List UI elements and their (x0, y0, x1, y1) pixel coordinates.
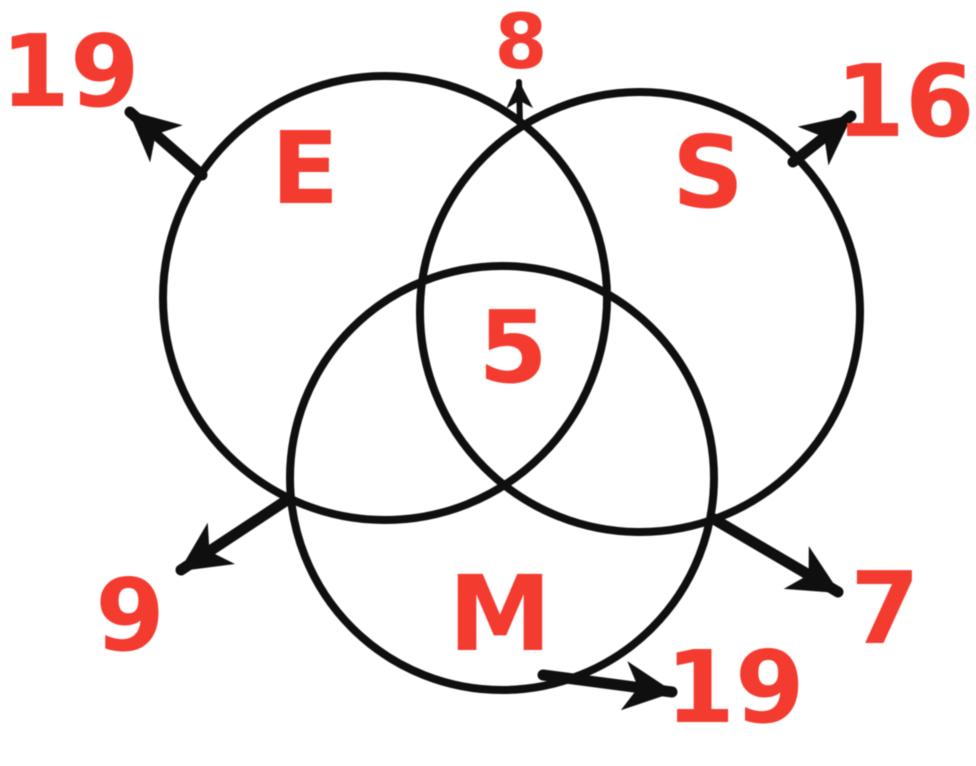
count-m-only: 19 (665, 629, 804, 746)
arrow-e-and-s-icon (506, 79, 534, 130)
count-center-all: 5 (478, 289, 548, 406)
set-label-E: E (271, 110, 339, 227)
set-labels: E S M (271, 110, 744, 675)
pointer-arrows (124, 79, 857, 711)
set-label-S: S (672, 114, 744, 231)
circle-set-M (286, 262, 718, 694)
count-e-and-s: 8 (495, 0, 548, 86)
count-s-and-m: 7 (850, 550, 920, 667)
arrow-e-only-icon (124, 106, 208, 181)
arrow-s-only-icon (787, 110, 857, 168)
set-circles (159, 72, 864, 694)
arrow-m-only-icon (537, 661, 678, 711)
count-e-and-m: 9 (95, 557, 165, 674)
region-count-labels: 19 8 16 5 9 7 19 (0, 0, 974, 746)
count-s-only: 16 (835, 43, 974, 160)
arrow-e-and-m-icon (175, 494, 293, 576)
arrow-s-and-m-icon (706, 512, 844, 598)
circle-set-S (416, 88, 864, 536)
count-e-only: 19 (0, 13, 139, 130)
set-label-M: M (448, 553, 552, 675)
